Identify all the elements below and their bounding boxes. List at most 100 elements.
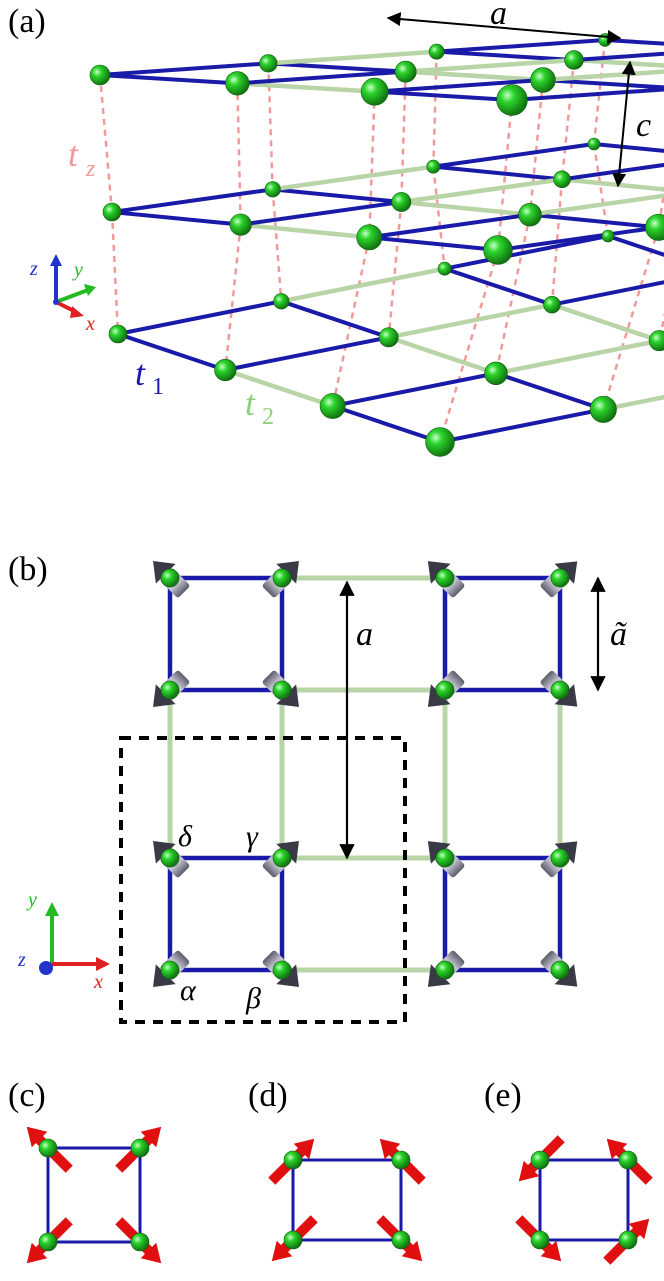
t2-hopping-bond xyxy=(386,302,555,340)
lattice-atom xyxy=(564,50,584,70)
plaquette-atom xyxy=(38,1138,58,1158)
t1-hopping-bond xyxy=(431,164,564,182)
panel-e-label: (e) xyxy=(484,1077,522,1114)
panel-a-label: (a) xyxy=(8,3,46,40)
site-atom xyxy=(160,568,180,588)
site-atom xyxy=(435,848,455,868)
t2-hopping-bond xyxy=(399,199,533,217)
axis-z-dot-b xyxy=(39,961,53,975)
panel-e-configuration: (e) xyxy=(484,1077,653,1265)
lattice-atom xyxy=(391,192,412,212)
lattice-atom xyxy=(601,229,615,243)
site-atom xyxy=(272,848,292,868)
plaquette xyxy=(291,1158,403,1242)
lattice-atom xyxy=(645,213,664,241)
site-alpha-label: α xyxy=(180,974,197,1007)
dimension-c-arrow xyxy=(612,60,636,188)
hop-t1-label: t xyxy=(135,353,146,393)
site-gamma-label: γ xyxy=(246,820,259,853)
red-arrow-head xyxy=(606,1138,628,1160)
t1-hopping-bond xyxy=(98,73,240,86)
t1-hopping-bond xyxy=(330,404,442,444)
t2-hopping-bond xyxy=(223,367,335,409)
t1-hopping-bond xyxy=(270,187,404,204)
lattice-atom xyxy=(102,202,122,222)
t1-hopping-bond xyxy=(550,280,664,307)
site-atom xyxy=(272,960,292,980)
t2-hopping-bond xyxy=(540,69,664,83)
t1-hopping-bond xyxy=(367,212,532,240)
t1-hopping-bond xyxy=(592,142,664,153)
lattice-atom xyxy=(426,159,441,174)
lattice-atom xyxy=(89,64,111,86)
t2-hopping-bond xyxy=(559,177,664,192)
plaquette-atom xyxy=(618,1150,638,1170)
panel-b-spins xyxy=(153,561,578,987)
lattice-atom xyxy=(229,213,252,236)
lattice-atom xyxy=(437,261,452,276)
t1-hopping-bond xyxy=(266,61,408,74)
lattice-atom xyxy=(319,393,346,419)
t1-hopping-bond xyxy=(279,299,391,340)
dimension-atilde-label: ã xyxy=(610,616,627,653)
lattice-atom xyxy=(264,181,281,198)
lattice-atom xyxy=(425,427,455,457)
site-atom xyxy=(272,568,292,588)
tz-hopping-bond xyxy=(528,79,545,215)
plaquette-atom xyxy=(283,1150,303,1170)
site-atom xyxy=(550,568,570,588)
tz-hopping-bond xyxy=(432,51,438,167)
panel-d-label: (d) xyxy=(248,1077,288,1114)
t1-hopping-bond xyxy=(510,87,664,102)
plaquette xyxy=(538,1158,630,1242)
site-atom xyxy=(272,680,292,700)
tz-hopping-bond xyxy=(387,201,403,338)
dimension-a-arrow xyxy=(386,12,622,44)
red-arrow-head xyxy=(26,1126,48,1148)
lattice-atom xyxy=(273,293,290,310)
red-arrow-head xyxy=(140,1242,162,1264)
tz-hopping-bond xyxy=(224,224,242,371)
t1-hopping-bond xyxy=(560,162,664,182)
dimension-a-label: a xyxy=(490,0,507,32)
axis-y-head xyxy=(84,284,96,296)
lattice-atom xyxy=(225,71,250,96)
lattice-atom xyxy=(214,358,237,382)
lattice-atom xyxy=(589,395,617,423)
axis-z-label: z xyxy=(29,258,38,280)
lattice-atom xyxy=(518,202,542,227)
lattice-atom xyxy=(360,77,389,106)
plaquette-atom xyxy=(130,1138,150,1158)
t1-hopping-bond xyxy=(372,78,545,94)
t2-hopping-bond xyxy=(386,335,499,376)
dimension-c-label: c xyxy=(636,107,651,144)
site-atom xyxy=(160,680,180,700)
t1-hopping-bond xyxy=(110,210,243,227)
panel-b-axes-triad: y x z xyxy=(17,889,110,993)
site-atom xyxy=(550,848,570,868)
t2-hopping-bond xyxy=(403,69,546,83)
lattice-atom xyxy=(496,84,528,116)
t1-hopping-bond xyxy=(116,299,284,336)
lattice-atom xyxy=(259,54,278,73)
panel-a-3d-lattice: (a) a c t z t 1 t 2 z y x xyxy=(8,0,664,457)
panel-b-bonds xyxy=(167,575,563,973)
tz-hopping-bond xyxy=(550,179,564,305)
t2-hopping-bond xyxy=(399,177,565,205)
t2-hopping-bond xyxy=(270,164,436,192)
red-arrow-head xyxy=(401,1240,423,1262)
t1-hopping-bond xyxy=(116,332,228,372)
t1-hopping-bond xyxy=(496,225,661,252)
t2-hopping-bond xyxy=(235,81,377,94)
panel-c-label: (c) xyxy=(8,1077,46,1114)
t1-hopping-bond xyxy=(572,51,664,62)
axis-x-head-b xyxy=(96,957,110,971)
t2-hopping-bond xyxy=(238,222,372,240)
lattice-atom xyxy=(587,137,601,151)
red-arrow-head xyxy=(628,1218,650,1240)
axis-x-head xyxy=(70,306,84,318)
site-delta-label: δ xyxy=(178,820,193,853)
red-arrow-head xyxy=(379,1138,401,1160)
t1-hopping-bond xyxy=(110,187,275,214)
